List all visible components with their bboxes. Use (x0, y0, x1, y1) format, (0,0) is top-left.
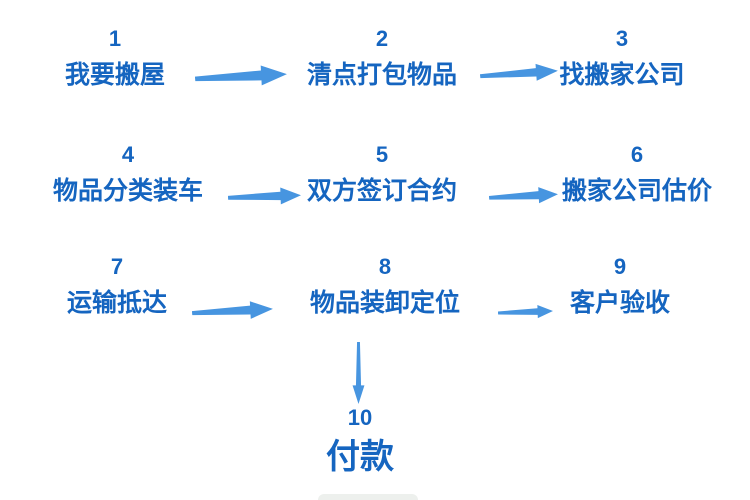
step-number: 4 (121, 142, 135, 167)
step-label: 付款 (326, 438, 394, 476)
arrow-right-icon (191, 297, 273, 325)
step-1: 1 我要搬屋 (35, 26, 195, 90)
arrow-right-icon (479, 59, 558, 87)
arrow-right-icon (227, 184, 302, 210)
step-3: 3 找搬家公司 (547, 26, 697, 90)
arrow-right-icon (497, 302, 554, 322)
step-label: 客户验收 (569, 289, 670, 317)
step-label: 物品装卸定位 (309, 289, 460, 317)
step-number: 1 (108, 26, 122, 51)
step-label: 运输抵达 (66, 289, 167, 317)
step-label: 双方签订合约 (306, 177, 457, 205)
step-number: 7 (110, 254, 124, 279)
step-label: 清点打包物品 (306, 61, 457, 89)
arrow-right-icon (194, 61, 287, 93)
cropped-bottom-artifact (318, 494, 418, 500)
step-10: 10 付款 (280, 405, 440, 477)
step-label: 找搬家公司 (559, 61, 685, 89)
step-2: 2 清点打包物品 (297, 26, 467, 90)
step-label: 物品分类装车 (52, 177, 203, 205)
step-number: 5 (375, 142, 389, 167)
step-8: 8 物品装卸定位 (300, 254, 470, 318)
step-7: 7 运输抵达 (37, 254, 197, 318)
step-4: 4 物品分类装车 (43, 142, 213, 206)
step-number: 8 (378, 254, 392, 279)
arrow-right-icon (488, 183, 558, 209)
step-number: 9 (613, 254, 627, 279)
step-9: 9 客户验收 (540, 254, 700, 318)
step-5: 5 双方签订合约 (297, 142, 467, 206)
step-label: 搬家公司估价 (561, 177, 712, 205)
arrow-down-icon (350, 342, 367, 404)
step-number: 6 (630, 142, 644, 167)
step-number: 3 (615, 26, 629, 51)
step-number: 2 (375, 26, 389, 51)
step-6: 6 搬家公司估价 (552, 142, 722, 206)
step-number: 10 (347, 405, 373, 430)
step-label: 我要搬屋 (64, 61, 165, 89)
